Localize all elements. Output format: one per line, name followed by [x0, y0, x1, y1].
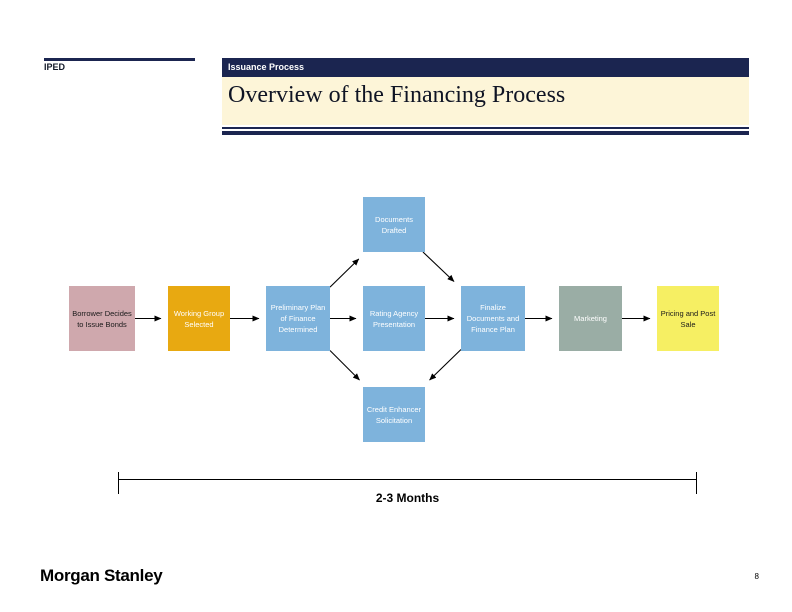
title-rule-thin [222, 127, 749, 129]
flow-node-label-borrower: Borrower Decides to Issue Bonds [72, 308, 132, 329]
flow-node-marketing [559, 286, 622, 351]
title-band [222, 77, 749, 125]
kicker-band [222, 58, 749, 77]
flow-node-prelim [266, 286, 330, 351]
edge-layer [135, 251, 651, 381]
flow-node-pricing [657, 286, 719, 351]
timeline-cap-left [118, 472, 119, 494]
flow-edge-documents-to-finalize [422, 251, 455, 282]
flow-node-label-prelim: Preliminary Plan of Finance Determined [270, 303, 326, 334]
title-rule-thick [222, 131, 749, 135]
kicker-label: Issuance Process [228, 62, 305, 72]
org-label: IPED [44, 62, 66, 72]
flow-node-documents [363, 197, 425, 252]
footer-page-number: 8 [754, 572, 759, 581]
flow-node-working [168, 286, 230, 351]
timeline-duration-label: 2-3 Months [375, 491, 440, 505]
node-rect-layer [69, 197, 719, 442]
footer-brand: Morgan Stanley [40, 566, 163, 585]
flow-node-label-working: Working Group Selected [173, 308, 225, 329]
flow-node-finalize [461, 286, 525, 351]
flow-edge-finalize-to-credit [429, 349, 462, 381]
flow-edge-prelim-to-credit [329, 350, 360, 381]
flow-node-borrower [69, 286, 135, 351]
flow-node-label-documents: Documents Drafted [375, 214, 413, 235]
flow-node-label-pricing: Pricing and Post Sale [660, 308, 716, 329]
flow-node-label-finalize: Finalize Documents and Finance Plan [466, 303, 520, 334]
page-title: Overview of the Financing Process [228, 82, 566, 108]
flow-node-rating [363, 286, 425, 351]
flow-node-label-rating: Rating Agency Presentation [369, 308, 419, 329]
flow-node-label-credit: Credit Enhancer Solicitation [366, 404, 422, 425]
timeline-cap-right [696, 472, 697, 494]
flow-node-credit [363, 387, 425, 442]
timeline-bar [118, 479, 697, 480]
org-rule [44, 58, 195, 61]
flow-edge-prelim-to-documents [329, 258, 360, 288]
flow-node-label-marketing: Marketing [574, 314, 607, 323]
